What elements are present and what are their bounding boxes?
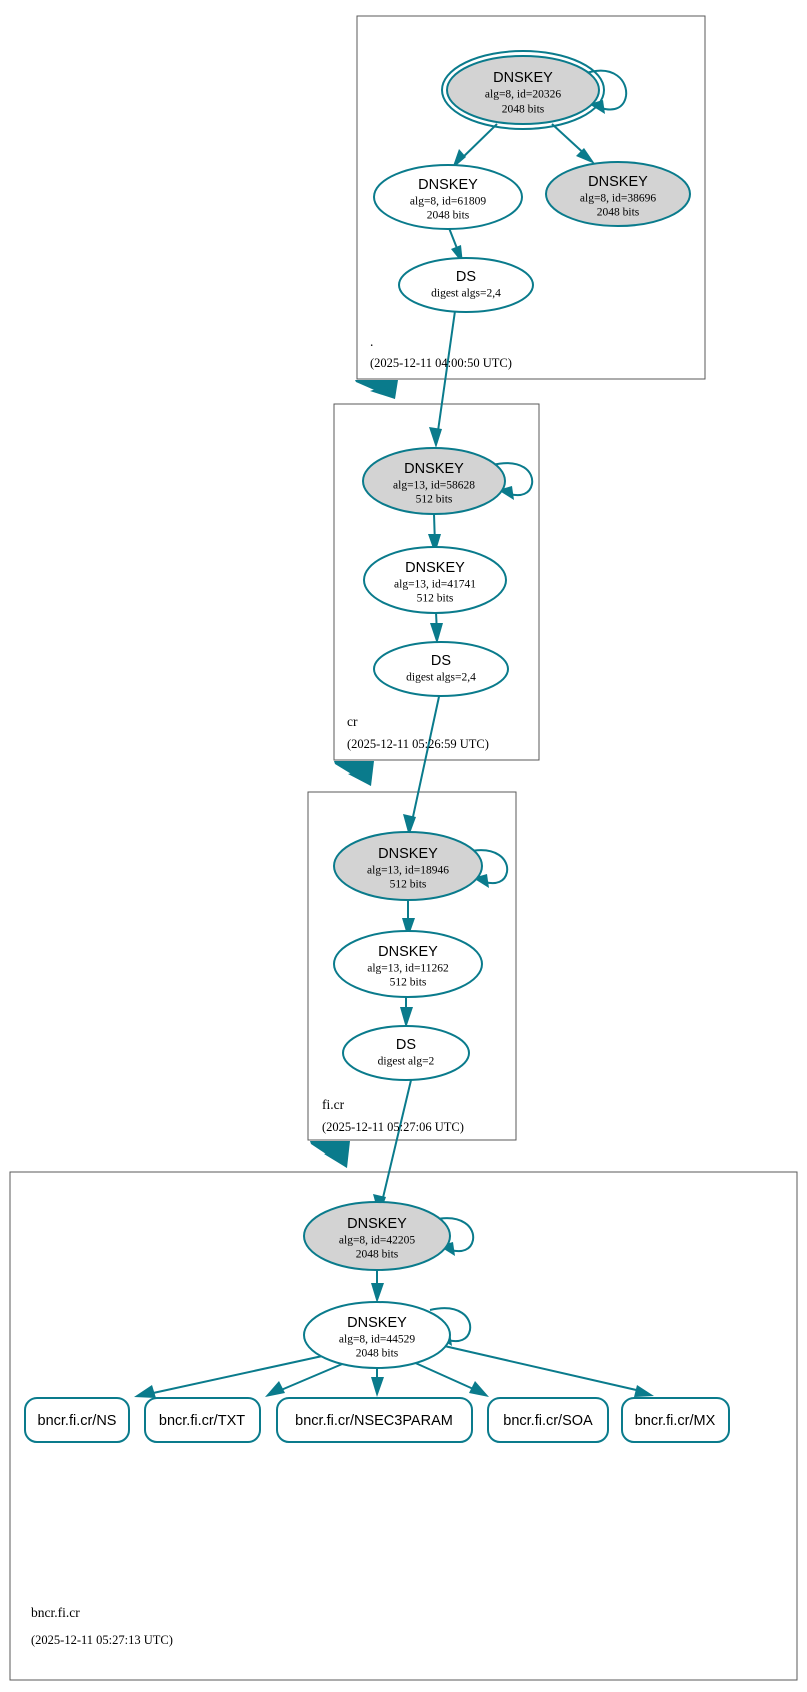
node-bits: 2048 bits bbox=[427, 210, 470, 222]
node-bits: 2048 bits bbox=[502, 104, 545, 116]
node-params: alg=8, id=42205 bbox=[339, 1235, 415, 1247]
rrset-bncr-fi-cr-soa[interactable]: bncr.fi.cr/SOA bbox=[487, 1397, 609, 1443]
rrset-bncr-fi-cr-nsec3param[interactable]: bncr.fi.cr/NSEC3PARAM bbox=[276, 1397, 473, 1443]
node-params: alg=13, id=18946 bbox=[367, 865, 449, 877]
rrset-bncr-fi-cr-mx[interactable]: bncr.fi.cr/MX bbox=[621, 1397, 730, 1443]
node-cr-dnskey-58628[interactable]: DNSKEY alg=13, id=58628 512 bits bbox=[362, 447, 506, 515]
edge-rr-mx-to-bncr-zsk bbox=[439, 1344, 654, 1397]
node-bits: 2048 bits bbox=[356, 1249, 399, 1261]
node-params: digest algs=2,4 bbox=[406, 672, 476, 684]
node-params: digest alg=2 bbox=[378, 1056, 435, 1068]
node-title: DNSKEY bbox=[347, 1216, 407, 1232]
delegation-arrow-ficr-to-bncr bbox=[310, 1141, 350, 1168]
node-title: DS bbox=[431, 653, 451, 669]
node-params: alg=8, id=38696 bbox=[580, 193, 656, 205]
node-bits: 2048 bits bbox=[597, 207, 640, 219]
node-ficr-ds[interactable]: DS digest alg=2 bbox=[342, 1025, 470, 1081]
node-title: DS bbox=[456, 269, 476, 285]
edge-cr-ds-to-ficr-ksk bbox=[403, 691, 441, 836]
edge-bncr-zsk-to-rr-soa bbox=[410, 1360, 489, 1397]
edge-ficr-zsk-to-ds bbox=[400, 996, 413, 1028]
node-ficr-dnskey-18946[interactable]: DNSKEY alg=13, id=18946 512 bits bbox=[333, 831, 483, 901]
node-bits: 2048 bits bbox=[356, 1348, 399, 1360]
node-bits: 512 bits bbox=[390, 879, 427, 891]
node-root-dnskey-38696[interactable]: DNSKEY alg=8, id=38696 2048 bits bbox=[545, 161, 691, 227]
node-params: alg=13, id=58628 bbox=[393, 480, 475, 492]
node-bits: 512 bits bbox=[416, 494, 453, 506]
rrset-bncr-fi-cr-txt[interactable]: bncr.fi.cr/TXT bbox=[144, 1397, 261, 1443]
node-cr-ds[interactable]: DS digest algs=2,4 bbox=[373, 641, 509, 697]
node-title: DNSKEY bbox=[378, 944, 438, 960]
rrset-label: bncr.fi.cr/MX bbox=[635, 1413, 716, 1429]
node-root-dnskey-61809[interactable]: DNSKEY alg=8, id=61809 2048 bits bbox=[373, 164, 523, 230]
node-params: alg=8, id=44529 bbox=[339, 1334, 415, 1346]
zone-timestamp-cr: (2025-12-11 05:26:59 UTC) bbox=[347, 737, 489, 751]
zone-label-cr: cr bbox=[347, 714, 358, 729]
node-title: DNSKEY bbox=[418, 177, 478, 193]
rrset-label: bncr.fi.cr/SOA bbox=[503, 1413, 593, 1429]
node-params: alg=13, id=41741 bbox=[394, 579, 476, 591]
zone-timestamp-bncr-fi-cr: (2025-12-11 05:27:13 UTC) bbox=[31, 1633, 173, 1647]
zone-timestamp-fi-cr: (2025-12-11 05:27:06 UTC) bbox=[322, 1120, 464, 1134]
node-root-dnskey-20326[interactable]: DNSKEY alg=8, id=20326 2048 bits bbox=[441, 50, 605, 130]
node-title: DNSKEY bbox=[588, 174, 648, 190]
node-params: alg=8, id=20326 bbox=[485, 89, 561, 101]
node-params: alg=13, id=11262 bbox=[367, 963, 449, 975]
node-cr-dnskey-41741[interactable]: DNSKEY alg=13, id=41741 512 bits bbox=[363, 546, 507, 614]
edge-bncr-zsk-to-rr-txt bbox=[265, 1361, 348, 1397]
node-title: DNSKEY bbox=[347, 1315, 407, 1331]
node-params: digest algs=2,4 bbox=[431, 288, 501, 300]
zone-label-fi-cr: fi.cr bbox=[322, 1097, 345, 1112]
node-root-ds[interactable]: DS digest algs=2,4 bbox=[398, 257, 534, 313]
node-bits: 512 bits bbox=[390, 977, 427, 989]
rrset-label: bncr.fi.cr/NSEC3PARAM bbox=[295, 1413, 453, 1429]
edge-cr-zsk-to-ds bbox=[430, 611, 443, 644]
delegation-arrow-cr-to-ficr bbox=[334, 761, 374, 786]
zone-label-root: . bbox=[370, 334, 373, 349]
edge-bncr-zsk-to-rr-nsec3param bbox=[371, 1367, 384, 1397]
edge-root-ksk-to-zsk bbox=[452, 123, 498, 169]
edge-root-ds-to-cr-ksk bbox=[429, 310, 456, 448]
zone-timestamp-root: (2025-12-11 04:00:50 UTC) bbox=[370, 356, 512, 370]
node-title: DNSKEY bbox=[405, 560, 465, 576]
node-title: DNSKEY bbox=[378, 846, 438, 862]
node-bncr-dnskey-44529[interactable]: DNSKEY alg=8, id=44529 2048 bits bbox=[303, 1301, 451, 1369]
node-params: alg=8, id=61809 bbox=[410, 196, 486, 208]
edge-cr-ksk-to-zsk bbox=[428, 513, 441, 554]
rrset-bncr-fi-cr-ns[interactable]: bncr.fi.cr/NS bbox=[24, 1397, 130, 1443]
rrset-label: bncr.fi.cr/NS bbox=[38, 1413, 117, 1429]
rrset-label: bncr.fi.cr/TXT bbox=[159, 1413, 245, 1429]
edge-bncr-zsk-to-rr-ns bbox=[134, 1354, 328, 1398]
node-title: DNSKEY bbox=[404, 461, 464, 477]
zone-label-bncr-fi-cr: bncr.fi.cr bbox=[31, 1605, 80, 1620]
node-title: DS bbox=[396, 1037, 416, 1053]
node-bits: 512 bits bbox=[417, 593, 454, 605]
edge-ficr-ksk-to-zsk bbox=[402, 901, 415, 938]
delegation-arrow-root-to-cr bbox=[355, 380, 398, 399]
node-title: DNSKEY bbox=[493, 70, 553, 86]
node-ficr-dnskey-11262[interactable]: DNSKEY alg=13, id=11262 512 bits bbox=[333, 930, 483, 998]
edge-root-ksk-to-38696 bbox=[551, 123, 595, 164]
edge-bncr-ksk-to-zsk bbox=[371, 1270, 384, 1303]
node-bncr-dnskey-42205[interactable]: DNSKEY alg=8, id=42205 2048 bits bbox=[303, 1201, 451, 1271]
